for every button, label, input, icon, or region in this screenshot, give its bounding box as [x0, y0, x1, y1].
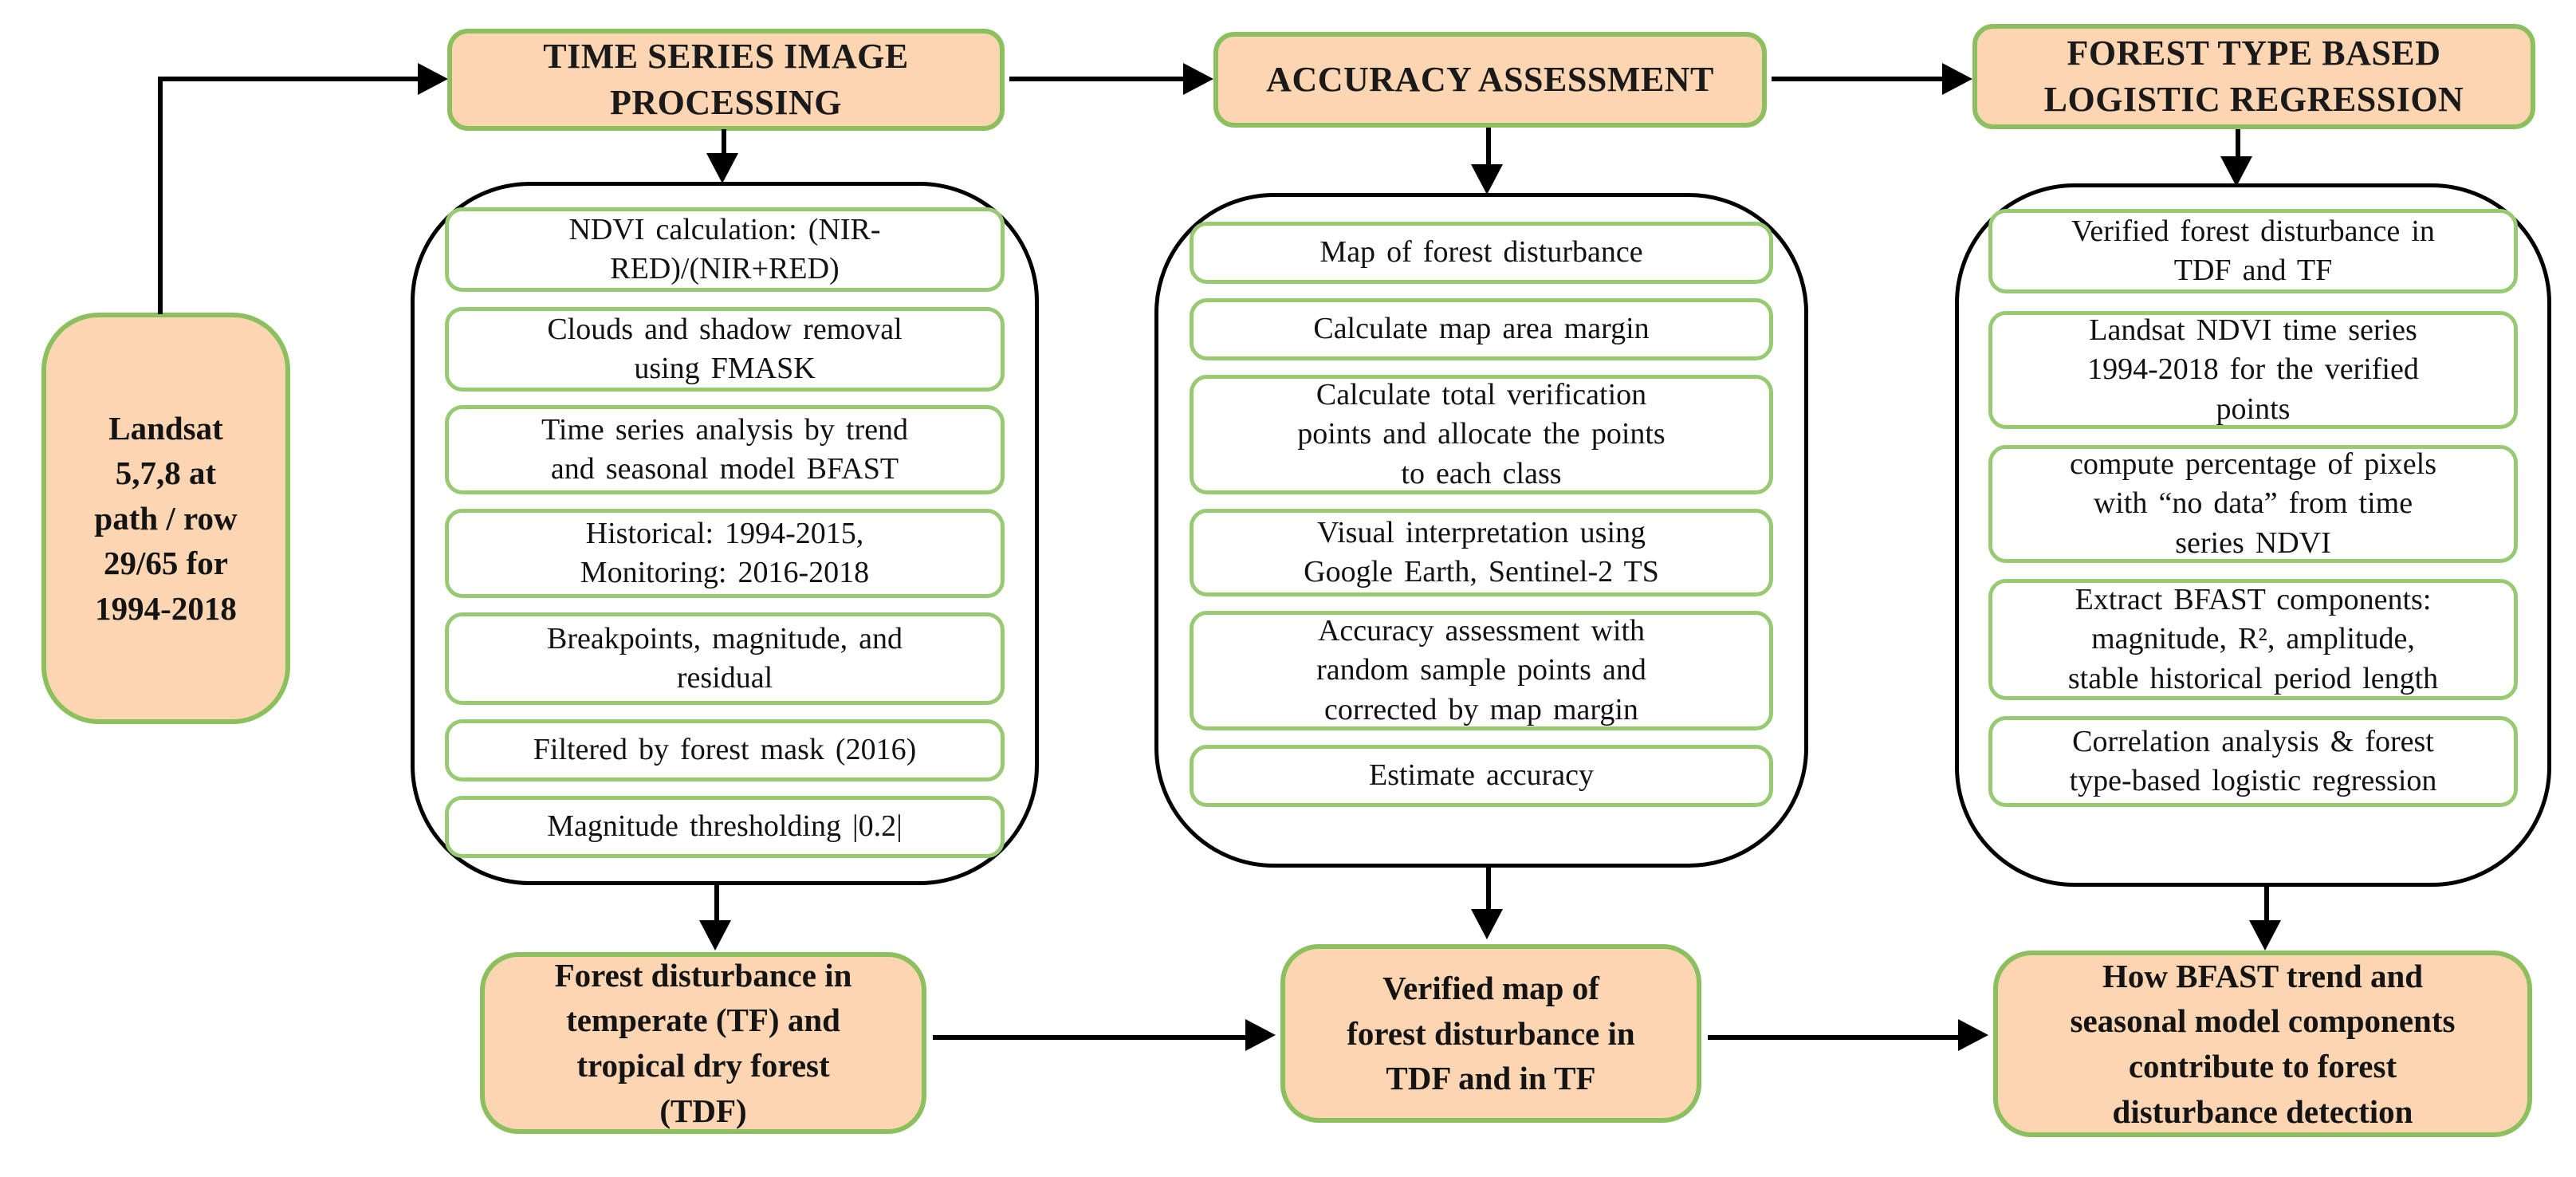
arrow-source-to-header1-line [158, 77, 419, 81]
step-accuracy-random-points-text: Accuracy assessment with random sample p… [1316, 613, 1646, 726]
step-estimate-accuracy-text: Estimate accuracy [1368, 758, 1594, 793]
step-breakpoints-magnitude-residual: Breakpoints, magnitude, and residual [445, 612, 1005, 705]
output-forest-disturbance-text: Forest disturbance in temperate (TF) and… [554, 956, 852, 1129]
arrow-header1-to-header2-line [1009, 77, 1185, 81]
header-forest-type-logistic-regression: FOREST TYPE BASED LOGISTIC REGRESSION [1972, 24, 2535, 129]
step-bfast-analysis-text: Time series analysis by trend and season… [541, 412, 909, 486]
step-cloud-shadow-removal-text: Clouds and shadow removal using FMASK [547, 312, 903, 385]
step-verified-disturbance-text: Verified forest disturbance in TDF and T… [2071, 214, 2435, 287]
arrow-output1-to-output2-line [933, 1035, 1247, 1040]
step-ndvi-time-series-points: Landsat NDVI time series 1994-2018 for t… [1988, 311, 2518, 429]
step-ndvi-calculation: NDVI calculation: (NIR- RED)/(NIR+RED) [445, 207, 1005, 292]
output-bfast-contribution: How BFAST trend and seasonal model compo… [1993, 951, 2532, 1137]
step-bfast-components-text: Extract BFAST components: magnitude, R²,… [2067, 582, 2439, 695]
step-forest-mask-filter: Filtered by forest mask (2016) [445, 719, 1005, 781]
step-correlation-logistic-regression: Correlation analysis & forest type-based… [1988, 716, 2518, 807]
step-historical-monitoring-text: Historical: 1994-2015, Monitoring: 2016-… [580, 516, 870, 589]
step-forest-disturbance-map: Map of forest disturbance [1190, 222, 1773, 284]
arrow-header1-to-header2-head [1183, 63, 1213, 95]
arrow-container2-down-line [1486, 868, 1491, 912]
arrow-header2-down-line [1486, 128, 1491, 167]
step-verified-disturbance: Verified forest disturbance in TDF and T… [1988, 209, 2518, 293]
arrow-header3-down-line [2236, 129, 2240, 159]
step-verification-points: Calculate total verification points and … [1190, 375, 1773, 494]
step-no-data-percentage: compute percentage of pixels with “no da… [1988, 445, 2518, 563]
arrow-container1-down-line [714, 885, 719, 923]
step-no-data-percentage-text: compute percentage of pixels with “no da… [2070, 447, 2436, 560]
step-estimate-accuracy: Estimate accuracy [1190, 745, 1773, 807]
arrow-source-to-header1-head [418, 63, 448, 95]
step-forest-disturbance-map-text: Map of forest disturbance [1319, 235, 1643, 270]
step-ndvi-time-series-points-text: Landsat NDVI time series 1994-2018 for t… [2087, 313, 2419, 426]
output-verified-map-text: Verified map of forest disturbance in TD… [1347, 970, 1635, 1097]
arrow-output2-to-output3-line [1708, 1035, 1960, 1040]
step-verification-points-text: Calculate total verification points and … [1297, 377, 1666, 490]
arrow-header1-down-head [706, 153, 738, 183]
header-time-series-image-processing: TIME SERIES IMAGE PROCESSING [447, 29, 1005, 131]
arrow-container3-down-head [2249, 920, 2281, 951]
output-forest-disturbance-tf-tdf: Forest disturbance in temperate (TF) and… [480, 952, 926, 1134]
arrow-header3-down-head [2220, 156, 2252, 187]
arrow-container2-down-head [1471, 909, 1503, 939]
output-verified-map: Verified map of forest disturbance in TD… [1280, 944, 1701, 1123]
step-bfast-components: Extract BFAST components: magnitude, R²,… [1988, 579, 2518, 700]
arrow-header2-to-header3-line [1772, 77, 1942, 81]
header-logistic-text: FOREST TYPE BASED LOGISTIC REGRESSION [2043, 33, 2464, 119]
arrow-output1-to-output2-head [1245, 1019, 1276, 1051]
arrow-header2-to-header3-head [1942, 63, 1972, 95]
arrow-container3-down-line [2264, 887, 2269, 923]
step-ndvi-calculation-text: NDVI calculation: (NIR- RED)/(NIR+RED) [568, 212, 881, 285]
step-forest-mask-filter-text: Filtered by forest mask (2016) [533, 733, 917, 767]
step-historical-monitoring-periods: Historical: 1994-2015, Monitoring: 2016-… [445, 509, 1005, 598]
source-box-text: Landsat 5,7,8 at path / row 29/65 for 19… [94, 409, 238, 627]
step-magnitude-thresholding: Magnitude thresholding |0.2| [445, 796, 1005, 858]
output-bfast-contribution-text: How BFAST trend and seasonal model compo… [2070, 957, 2456, 1130]
step-map-area-margin: Calculate map area margin [1190, 298, 1773, 360]
arrow-header2-down-head [1471, 164, 1503, 195]
header-accuracy-assessment: ACCURACY ASSESSMENT [1213, 32, 1767, 128]
step-visual-interpretation-text: Visual interpretation using Google Earth… [1304, 515, 1659, 588]
step-breakpoints-text: Breakpoints, magnitude, and residual [546, 621, 903, 695]
arrow-source-elbow-vertical-line [158, 77, 163, 314]
step-bfast-analysis: Time series analysis by trend and season… [445, 405, 1005, 494]
arrow-container1-down-head [699, 920, 731, 951]
source-box-landsat: Landsat 5,7,8 at path / row 29/65 for 19… [41, 313, 290, 724]
step-map-area-margin-text: Calculate map area margin [1313, 312, 1650, 346]
arrow-header1-down-line [722, 129, 726, 159]
arrow-output2-to-output3-head [1958, 1019, 1988, 1051]
header-time-series-text: TIME SERIES IMAGE PROCESSING [543, 36, 909, 122]
step-cloud-shadow-removal: Clouds and shadow removal using FMASK [445, 307, 1005, 392]
step-correlation-logistic-text: Correlation analysis & forest type-based… [2069, 724, 2437, 797]
step-visual-interpretation: Visual interpretation using Google Earth… [1190, 509, 1773, 596]
header-accuracy-text: ACCURACY ASSESSMENT [1266, 59, 1714, 99]
step-magnitude-thresholding-text: Magnitude thresholding |0.2| [547, 809, 903, 844]
step-accuracy-random-points: Accuracy assessment with random sample p… [1190, 611, 1773, 730]
